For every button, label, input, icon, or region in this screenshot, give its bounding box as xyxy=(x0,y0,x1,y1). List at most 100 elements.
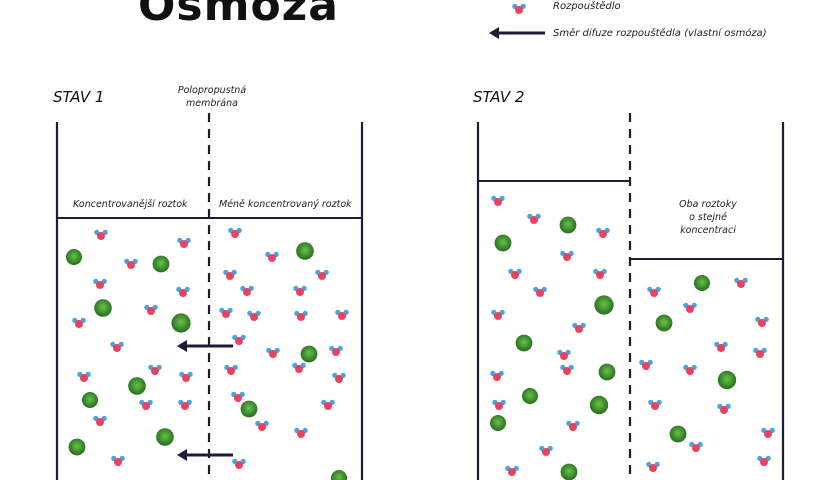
solvent-molecule-icon xyxy=(572,322,586,333)
solvent-molecule-icon xyxy=(717,403,731,414)
solvent-molecule-icon xyxy=(266,347,280,358)
solvent-molecule-icon xyxy=(265,251,279,262)
solvent-molecule-icon xyxy=(178,399,192,410)
solvent-molecule-icon xyxy=(231,391,245,402)
solvent-molecule-icon xyxy=(77,371,91,382)
solute-particle xyxy=(589,395,609,415)
solute-particle xyxy=(669,425,687,443)
solvent-molecule-icon xyxy=(219,307,233,318)
solute-particle xyxy=(240,400,258,418)
solute-particle xyxy=(490,415,506,431)
solvent-molecule-icon xyxy=(593,268,607,279)
state2-particles xyxy=(490,195,775,480)
solute-particle xyxy=(331,470,347,480)
solute-particle xyxy=(655,314,673,332)
solute-particle xyxy=(82,392,98,408)
solvent-molecule-icon xyxy=(224,364,238,375)
solvent-molecule-icon xyxy=(294,427,308,438)
solute-particle xyxy=(128,377,146,395)
solvent-molecule-icon xyxy=(293,285,307,296)
solvent-molecule-icon xyxy=(94,229,108,240)
solute-particle xyxy=(515,334,533,352)
legend-arrow-label: Směr difuze rozpouštědla (vlastní osmóza… xyxy=(553,28,767,39)
state1-label: STAV 1 xyxy=(53,88,105,106)
solvent-molecule-icon xyxy=(566,420,580,431)
solvent-molecule-icon xyxy=(176,286,190,297)
solute-particle xyxy=(94,299,112,317)
solvent-molecule-icon xyxy=(639,359,653,370)
state1-particles xyxy=(66,227,349,480)
solvent-molecule-icon xyxy=(557,349,571,360)
state2-label: STAV 2 xyxy=(473,88,525,106)
solvent-molecule-icon xyxy=(755,316,769,327)
solvent-molecule-icon xyxy=(329,345,343,356)
solvent-molecule-icon xyxy=(228,227,242,238)
solvent-molecule-icon xyxy=(315,269,329,280)
solute-particle xyxy=(560,463,578,480)
solute-particle xyxy=(171,313,191,333)
solvent-molecule-icon xyxy=(148,364,162,375)
solvent-molecule-icon xyxy=(139,399,153,410)
solvent-molecule-icon xyxy=(93,415,107,426)
solvent-molecule-icon xyxy=(491,195,505,206)
solute-particle xyxy=(522,388,538,404)
membrane-label-line2: membrána xyxy=(186,98,238,109)
solvent-molecule-icon xyxy=(124,258,138,269)
state1-arrow-top-icon xyxy=(175,338,235,354)
state1-arrow-bottom-icon xyxy=(175,447,235,463)
solvent-molecule-icon xyxy=(505,465,519,476)
solvent-molecule-icon xyxy=(240,285,254,296)
legend-solvent-icon xyxy=(512,3,526,14)
solvent-molecule-icon xyxy=(321,399,335,410)
solvent-molecule-icon xyxy=(247,310,261,321)
solvent-molecule-icon xyxy=(232,458,246,469)
solvent-molecule-icon xyxy=(689,441,703,452)
state1-right-label: Méně koncentrovaný roztok xyxy=(219,199,352,210)
solute-particle xyxy=(152,255,170,273)
solvent-molecule-icon xyxy=(734,277,748,288)
solvent-molecule-icon xyxy=(647,286,661,297)
solvent-molecule-icon xyxy=(539,445,553,456)
solvent-molecule-icon xyxy=(508,268,522,279)
state2-container xyxy=(476,113,785,480)
solvent-molecule-icon xyxy=(648,399,662,410)
solute-particle xyxy=(598,363,616,381)
solvent-molecule-icon xyxy=(292,362,306,373)
solvent-molecule-icon xyxy=(683,364,697,375)
solvent-molecule-icon xyxy=(223,269,237,280)
state2-right-label: Oba roztoky o stejné koncentraci xyxy=(660,198,756,237)
solvent-molecule-icon xyxy=(110,341,124,352)
solute-particle xyxy=(494,234,512,252)
solvent-molecule-icon xyxy=(490,370,504,381)
solvent-molecule-icon xyxy=(144,304,158,315)
state2-right-label-line3: koncentraci xyxy=(680,225,736,236)
solute-particle xyxy=(300,345,318,363)
solvent-molecule-icon xyxy=(335,309,349,320)
solvent-molecule-icon xyxy=(757,455,771,466)
solute-particle xyxy=(156,428,174,446)
state1-left-label: Koncentrovanější roztok xyxy=(73,199,188,210)
solute-particle xyxy=(694,275,710,291)
solute-particle xyxy=(559,216,577,234)
solvent-molecule-icon xyxy=(255,420,269,431)
membrane-label-line1: Polopropustná xyxy=(177,85,247,96)
solvent-molecule-icon xyxy=(753,347,767,358)
solvent-molecule-icon xyxy=(177,237,191,248)
solute-particle xyxy=(594,295,614,315)
membrane-label: Polopropustná membrána xyxy=(160,84,264,110)
solvent-molecule-icon xyxy=(527,213,541,224)
state2-right-label-line1: Oba roztoky xyxy=(679,199,737,210)
solvent-molecule-icon xyxy=(72,317,86,328)
solvent-molecule-icon xyxy=(491,309,505,320)
solvent-molecule-icon xyxy=(111,455,125,466)
solvent-molecule-icon xyxy=(714,341,728,352)
page-title: Osmóza xyxy=(138,0,339,31)
solvent-molecule-icon xyxy=(179,371,193,382)
solvent-molecule-icon xyxy=(533,286,547,297)
legend-solvent-label: Rozpouštědlo xyxy=(553,1,621,12)
legend-arrow-icon xyxy=(487,25,547,41)
solvent-molecule-icon xyxy=(596,227,610,238)
solvent-molecule-icon xyxy=(492,399,506,410)
state1-container xyxy=(55,113,364,480)
